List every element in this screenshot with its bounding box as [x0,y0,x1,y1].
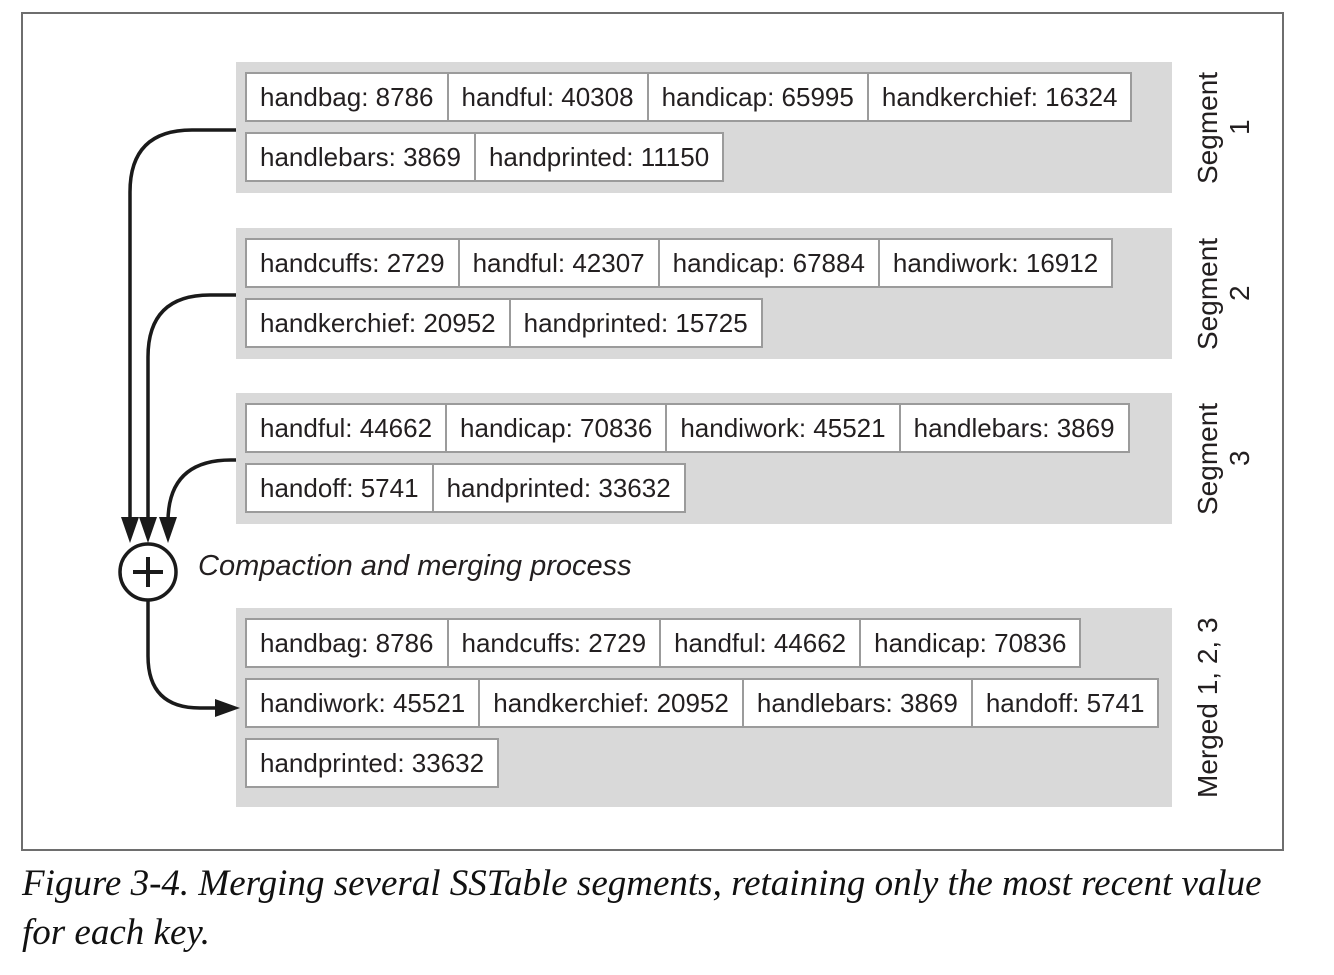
kv-cell: handful: 44662 [659,618,862,668]
caption-line-2: for each key. [22,911,210,953]
kv-cell: handiwork: 16912 [877,238,1114,288]
merged-band: handbag: 8786 handcuffs: 2729 handful: 4… [236,608,1172,807]
kv-cell: handicap: 70836 [445,403,668,453]
segment-3-label: Segment 3 [1192,402,1255,515]
kv-cell: handicap: 65995 [646,72,869,122]
kv-cell: handprinted: 33632 [245,738,500,788]
kv-cell: handkerchief: 16324 [866,72,1133,122]
kv-cell: handbag: 8786 [245,72,449,122]
segment-1-row-1: handbag: 8786 handful: 40308 handicap: 6… [245,72,1172,122]
kv-cell: handoff: 5741 [970,678,1160,728]
segment-2-row-2: handkerchief: 20952 handprinted: 15725 [245,298,1172,348]
kv-cell: handful: 40308 [446,72,649,122]
merged-label: Merged 1, 2, 3 [1192,617,1223,798]
kv-cell: handprinted: 15725 [508,298,763,348]
kv-cell: handlebars: 3869 [898,403,1130,453]
segment-3-band: handful: 44662 handicap: 70836 handiwork… [236,393,1172,524]
kv-cell: handiwork: 45521 [245,678,481,728]
kv-cell: handprinted: 33632 [431,463,686,513]
segment-1-row-2: handlebars: 3869 handprinted: 11150 [245,132,1172,182]
kv-cell: handkerchief: 20952 [478,678,744,728]
segment-2-row-1: handcuffs: 2729 handful: 42307 handicap:… [245,238,1172,288]
kv-cell: handcuffs: 2729 [245,238,460,288]
segment-2-band: handcuffs: 2729 handful: 42307 handicap:… [236,228,1172,359]
kv-cell: handicap: 67884 [657,238,880,288]
merged-row-3: handprinted: 33632 [245,738,1172,788]
kv-cell: handcuffs: 2729 [446,618,662,668]
kv-cell: handicap: 70836 [859,618,1082,668]
merge-process-label: Compaction and merging process [198,550,632,582]
merged-row-1: handbag: 8786 handcuffs: 2729 handful: 4… [245,618,1172,668]
kv-cell: handprinted: 11150 [473,132,725,182]
kv-cell: handiwork: 45521 [665,403,901,453]
kv-cell: handful: 42307 [457,238,660,288]
segment-1-label: Segment 1 [1192,71,1255,184]
segment-2-label: Segment 2 [1192,237,1255,350]
segment-3-row-2: handoff: 5741 handprinted: 33632 [245,463,1172,513]
kv-cell: handbag: 8786 [245,618,449,668]
kv-cell: handoff: 5741 [245,463,434,513]
caption-line-1: Figure 3-4. Merging several SSTable segm… [22,863,1262,904]
kv-cell: handful: 44662 [245,403,448,453]
segment-3-row-1: handful: 44662 handicap: 70836 handiwork… [245,403,1172,453]
kv-cell: handlebars: 3869 [741,678,973,728]
kv-cell: handkerchief: 20952 [245,298,511,348]
kv-cell: handlebars: 3869 [245,132,476,182]
merged-row-2: handiwork: 45521 handkerchief: 20952 han… [245,678,1172,728]
figure-caption: Figure 3-4. Merging several SSTable segm… [22,860,1322,958]
segment-1-band: handbag: 8786 handful: 40308 handicap: 6… [236,62,1172,193]
